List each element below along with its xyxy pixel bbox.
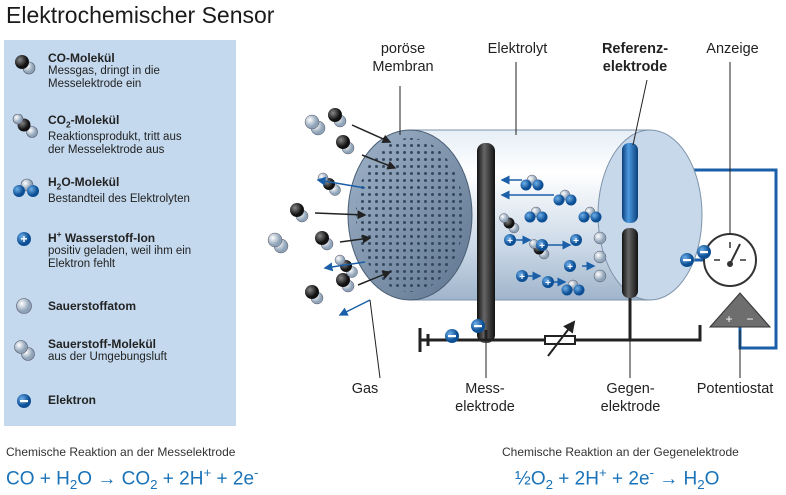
reaction-equation-counter: ½O2 + 2H+ + 2e- → H2O bbox=[515, 465, 720, 493]
sensor-diagram: + − bbox=[240, 30, 786, 430]
svg-text:+: + bbox=[545, 278, 551, 289]
co-molecule-icon bbox=[15, 55, 36, 75]
reference-electrode-rod bbox=[622, 143, 638, 223]
reaction-caption-measuring: Chemische Reaktion an der Messelektrode bbox=[6, 445, 236, 459]
label-reference-electrode: Referenz-elektrode bbox=[601, 41, 669, 75]
potentiostat-symbol: + − bbox=[708, 292, 772, 328]
sensor-illustration: + − bbox=[267, 62, 778, 379]
label-gas: Gas bbox=[351, 381, 379, 397]
variable-resistor-symbol bbox=[544, 320, 576, 357]
oxygen-atom-icon bbox=[16, 298, 32, 314]
potentiostat-minus-sign: − bbox=[746, 312, 753, 326]
oxygen-molecule-icon bbox=[14, 340, 35, 361]
gas-molecules bbox=[267, 108, 358, 305]
svg-text:+: + bbox=[507, 236, 513, 247]
co2-molecule-icon bbox=[12, 114, 38, 138]
display-gauge bbox=[703, 233, 757, 287]
label-measuring-electrode: Mess-elektrode bbox=[455, 381, 515, 415]
svg-text:+: + bbox=[539, 241, 545, 252]
cylinder-end-cap bbox=[597, 129, 703, 301]
measuring-electrode-rod bbox=[477, 143, 495, 343]
electron-icon bbox=[17, 394, 31, 408]
svg-text:+: + bbox=[20, 232, 27, 246]
label-display: Anzeige bbox=[706, 41, 759, 57]
hydrogen-ions: + + + + + + bbox=[504, 234, 582, 289]
inner-arrows bbox=[500, 175, 596, 287]
gas-arrows bbox=[314, 124, 397, 286]
label-electrolyte: Elektrolyt bbox=[487, 41, 548, 57]
label-counter-electrode: Gegen-elektrode bbox=[600, 381, 661, 415]
electron-markers bbox=[445, 245, 711, 343]
outgoing-arrows bbox=[316, 176, 371, 316]
reaction-equation-measuring: CO + H2O → CO2 + 2H+ + 2e- bbox=[6, 465, 259, 493]
svg-text:+: + bbox=[519, 272, 525, 283]
electrolyte-molecules bbox=[499, 174, 607, 296]
battery-symbol bbox=[418, 328, 430, 352]
reaction-caption-counter: Chemische Reaktion an der Gegenelektrode bbox=[502, 445, 739, 459]
potentiostat-plus-sign: + bbox=[725, 312, 732, 326]
svg-text:+: + bbox=[573, 236, 579, 247]
page-title: Elektrochemischer Sensor bbox=[6, 2, 275, 28]
label-leader-lines bbox=[369, 62, 741, 379]
hydrogen-ion-icon: + bbox=[17, 232, 31, 246]
h2o-molecule-icon bbox=[13, 178, 39, 197]
svg-text:+: + bbox=[567, 262, 573, 273]
counter-electrode-rod bbox=[622, 228, 638, 298]
label-potentiostat: Potentiostat bbox=[696, 381, 774, 397]
